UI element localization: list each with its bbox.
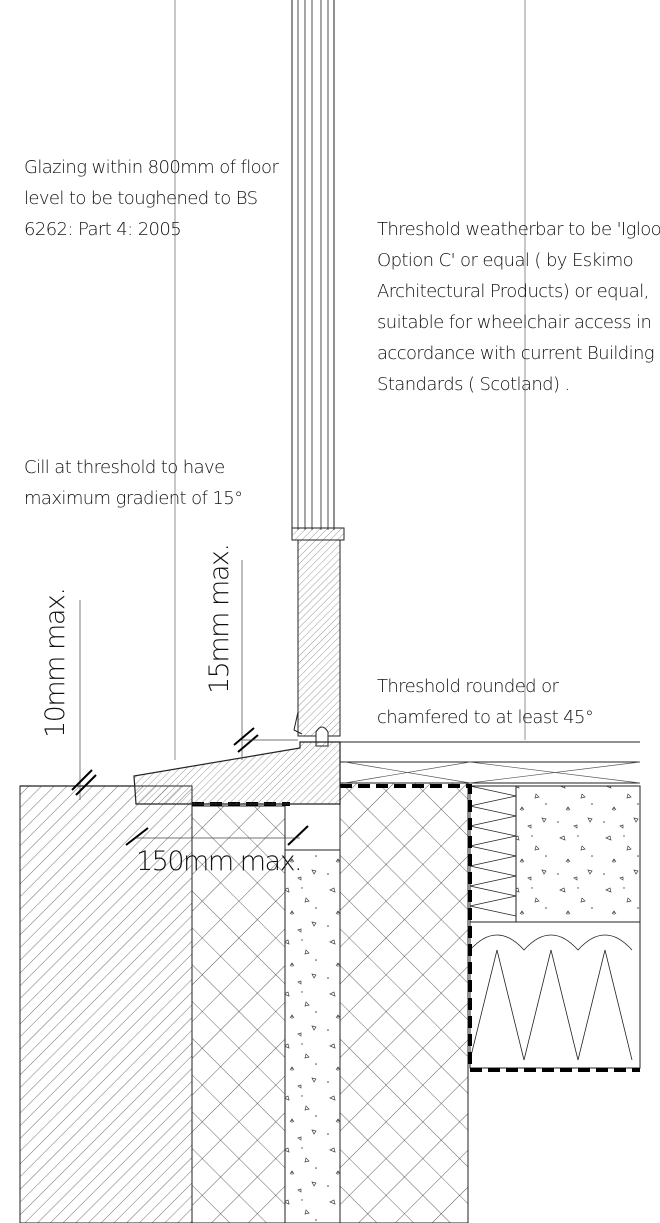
- floor-insulation: [469, 921, 641, 1069]
- threshold-rounded-note: Threshold rounded or chamfered to at lea…: [377, 676, 594, 728]
- dimension-10mm-label: 10mm max.: [40, 588, 71, 738]
- dimension-10mm-lines: [71, 600, 97, 800]
- cill-gradient-note: Cill at threshold to have maximum gradie…: [24, 457, 243, 509]
- blockwork-inner-leaf: [339, 782, 469, 1223]
- weatherbar-note: Threshold weatherbar to be 'Igloo Option…: [377, 219, 660, 395]
- floor-slab: [515, 785, 641, 923]
- glazing-note: Glazing within 800mm of floor level to b…: [24, 157, 279, 240]
- threshold-cill: [133, 741, 341, 805]
- concrete-fill: [284, 849, 341, 1223]
- edge-insulation-zigzag: [469, 785, 517, 923]
- dimension-150mm-label: 150mm max.: [136, 846, 303, 877]
- floor-batten-crosses: [344, 761, 641, 784]
- blockwork-outer-leaf: [191, 805, 286, 1223]
- dimension-150mm-lines: [125, 825, 309, 846]
- dimension-15mm-lines: [233, 560, 298, 760]
- dimension-15mm-label: 15mm max.: [204, 544, 235, 694]
- door-bottom-rail: [293, 539, 341, 747]
- glazing-unit: [291, 0, 345, 541]
